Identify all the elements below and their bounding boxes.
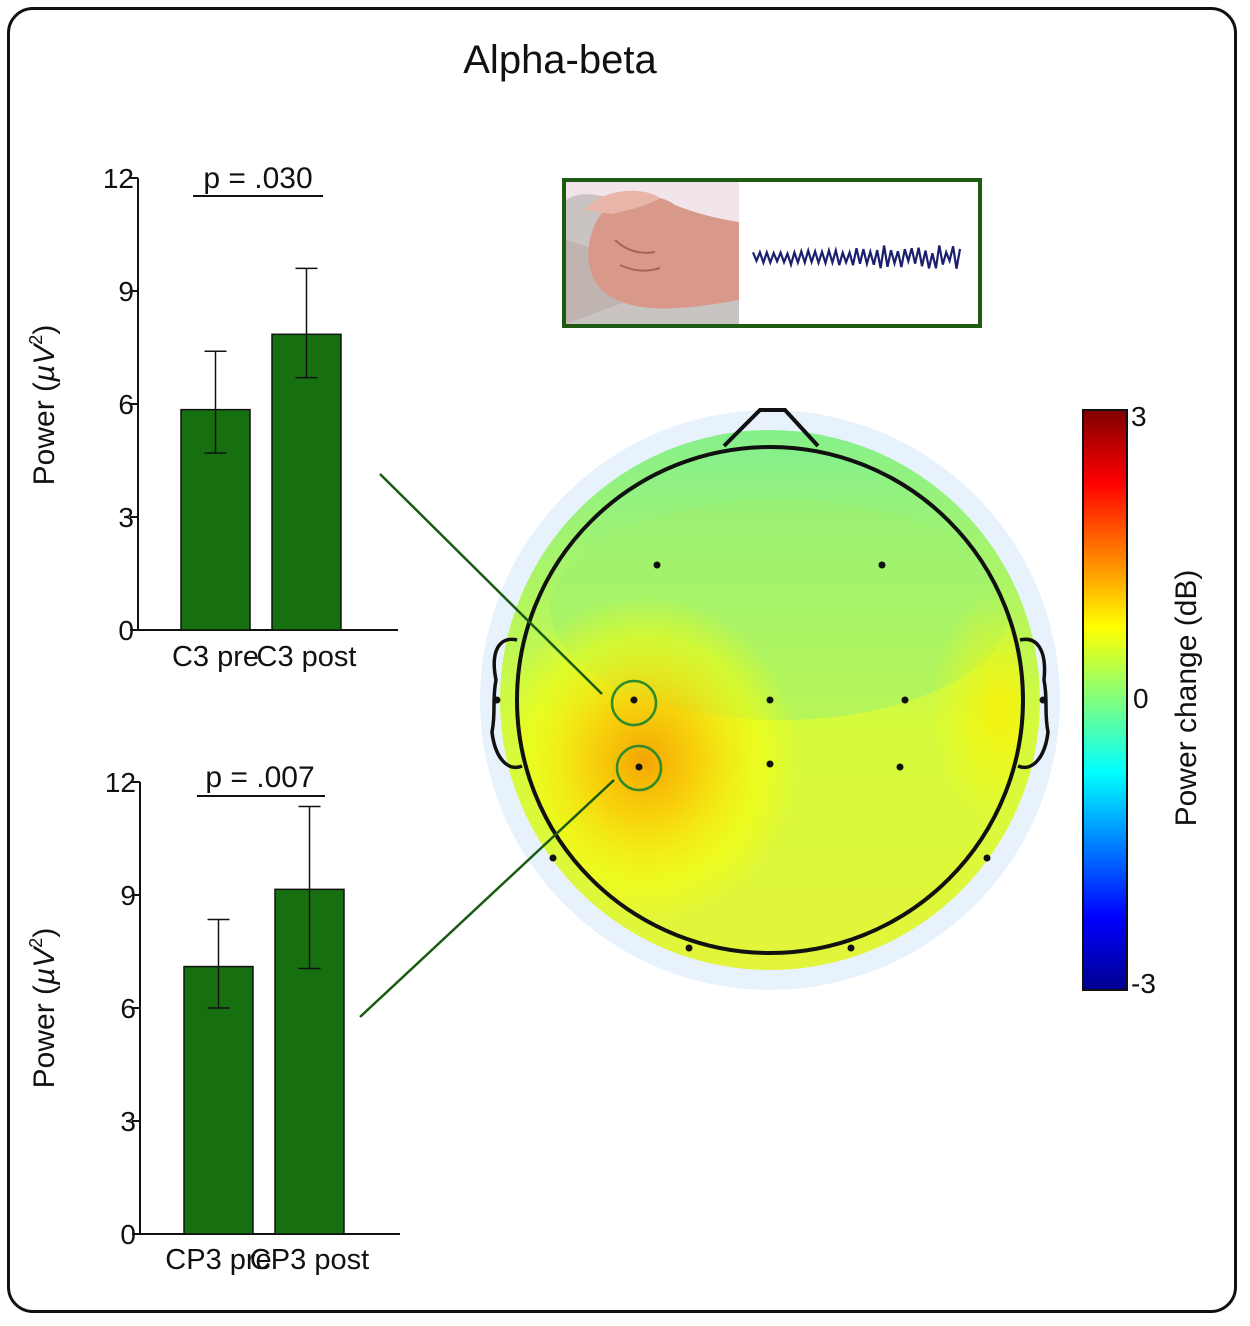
- y-axis-label-text: Power (: [28, 382, 61, 485]
- y-axis-label: Power (µV2): [26, 325, 61, 486]
- x-tick-label: CP3 pre: [165, 1244, 271, 1276]
- electrode: [847, 944, 855, 952]
- y-ticks: 0 3 6 9 12: [105, 767, 140, 1250]
- electrode: [630, 696, 638, 704]
- p-value-annotation: p = .030: [203, 162, 312, 195]
- p-value-annotation: p = .007: [205, 761, 314, 794]
- electrode: [493, 696, 501, 704]
- y-axis-label-close: ): [28, 325, 61, 335]
- connector-cp3: [359, 779, 615, 1018]
- bar: [271, 333, 342, 631]
- y-tick-label: 12: [105, 767, 136, 798]
- colorbar-gradient: [1082, 409, 1128, 991]
- connector-c3: [379, 473, 603, 695]
- scalp-topography: [480, 408, 1060, 990]
- y-axis-label-exponent: 2: [26, 335, 46, 345]
- electrode: [549, 854, 557, 862]
- x-tick-label: CP3 post: [250, 1244, 369, 1276]
- head-outline: [515, 445, 1025, 955]
- error-bars: [207, 805, 321, 1009]
- highlight-c3-ring: [610, 679, 658, 727]
- colorbar-tick-zero: 0: [1133, 683, 1149, 714]
- y-axis-label-close: ): [28, 928, 61, 938]
- bars: [183, 888, 345, 1235]
- left-ear: [490, 637, 523, 770]
- x-tick-label: C3 post: [257, 641, 357, 673]
- electrode: [983, 854, 991, 862]
- electrode: [685, 944, 693, 952]
- y-tick-label: 6: [120, 993, 136, 1024]
- electrode: [653, 561, 661, 569]
- eeg-wave: [751, 245, 962, 269]
- electrode: [1039, 696, 1047, 704]
- electrode: [901, 696, 909, 704]
- y-axis-label-exponent: 2: [26, 938, 46, 948]
- electrode: [766, 760, 774, 768]
- highlight-cp3-ring: [615, 744, 663, 792]
- y-axis-label-text: Power (: [28, 985, 61, 1088]
- electrode: [635, 763, 643, 771]
- electrode: [878, 561, 886, 569]
- y-tick-label: 9: [118, 276, 134, 307]
- y-tick-label: 0: [120, 1219, 136, 1250]
- x-tick-label: C3 pre: [172, 641, 259, 673]
- y-ticks: 0 3 6 9 12: [103, 163, 138, 646]
- colorbar: 3 0 -3 Power change (dB): [1082, 401, 1203, 999]
- electrode: [766, 696, 774, 704]
- colorbar-tick-max: 3: [1131, 401, 1147, 432]
- bars: [180, 333, 342, 631]
- y-tick-label: 6: [118, 389, 134, 420]
- colorbar-tick-min: -3: [1131, 968, 1156, 999]
- right-ear: [1017, 637, 1050, 770]
- electrodes: [493, 561, 1047, 952]
- y-tick-label: 3: [120, 1106, 136, 1137]
- electrode: [896, 763, 904, 771]
- figure-title: Alpha-beta: [463, 38, 657, 82]
- y-tick-label: 9: [120, 880, 136, 911]
- nose: [722, 408, 820, 448]
- error-bars: [204, 267, 318, 454]
- figure-frame: [7, 7, 1237, 1313]
- hand-photo: [566, 182, 739, 324]
- y-axis-label: Power (µV2): [26, 928, 61, 1089]
- y-tick-label: 12: [103, 163, 134, 194]
- y-tick-label: 3: [118, 502, 134, 533]
- y-axis-label-unit: µV: [28, 342, 61, 383]
- y-axis-label-unit: µV: [28, 945, 61, 986]
- stimulus-inset: [562, 178, 982, 328]
- hand-shape: [588, 196, 739, 309]
- colorbar-label: Power change (dB): [1170, 570, 1203, 827]
- y-tick-label: 0: [118, 615, 134, 646]
